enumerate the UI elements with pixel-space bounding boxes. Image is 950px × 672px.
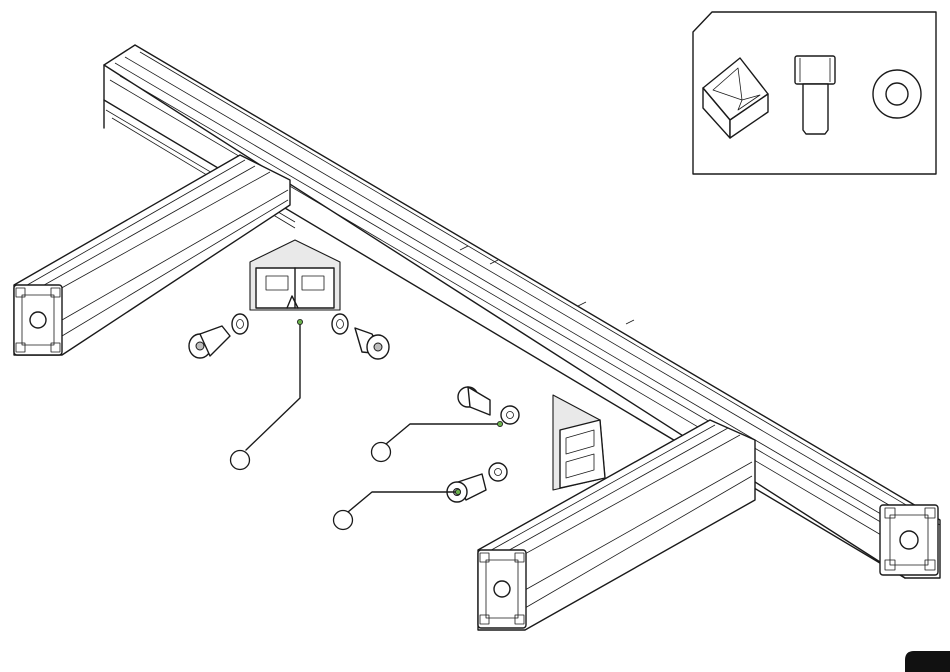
callout-1-dot (297, 319, 302, 324)
corner-bracket-upper (250, 240, 340, 310)
cap-screw-lower-upper (458, 387, 490, 415)
washer-upper-left (232, 314, 248, 334)
washer-lower-second (489, 463, 507, 481)
corner-bracket-lower (553, 395, 605, 490)
cap-screw-icon (795, 56, 835, 134)
main-profile-end (880, 505, 938, 575)
washer-upper-right (332, 314, 348, 334)
washer-icon (873, 70, 921, 118)
parts-box (693, 12, 936, 174)
corner-bracket-icon (703, 58, 768, 138)
cap-screw-lower (447, 474, 486, 502)
page-tab (905, 651, 950, 672)
callout-1 (231, 319, 303, 469)
washer-lower (501, 406, 519, 424)
callout-3 (334, 489, 461, 529)
callout-2-dot (497, 421, 502, 426)
cap-screw-upper-left (189, 326, 230, 358)
cap-screw-upper-right (355, 328, 389, 359)
callout-3-dot (455, 489, 460, 494)
lower-cross-profile (478, 420, 755, 630)
callout-2 (372, 421, 503, 461)
